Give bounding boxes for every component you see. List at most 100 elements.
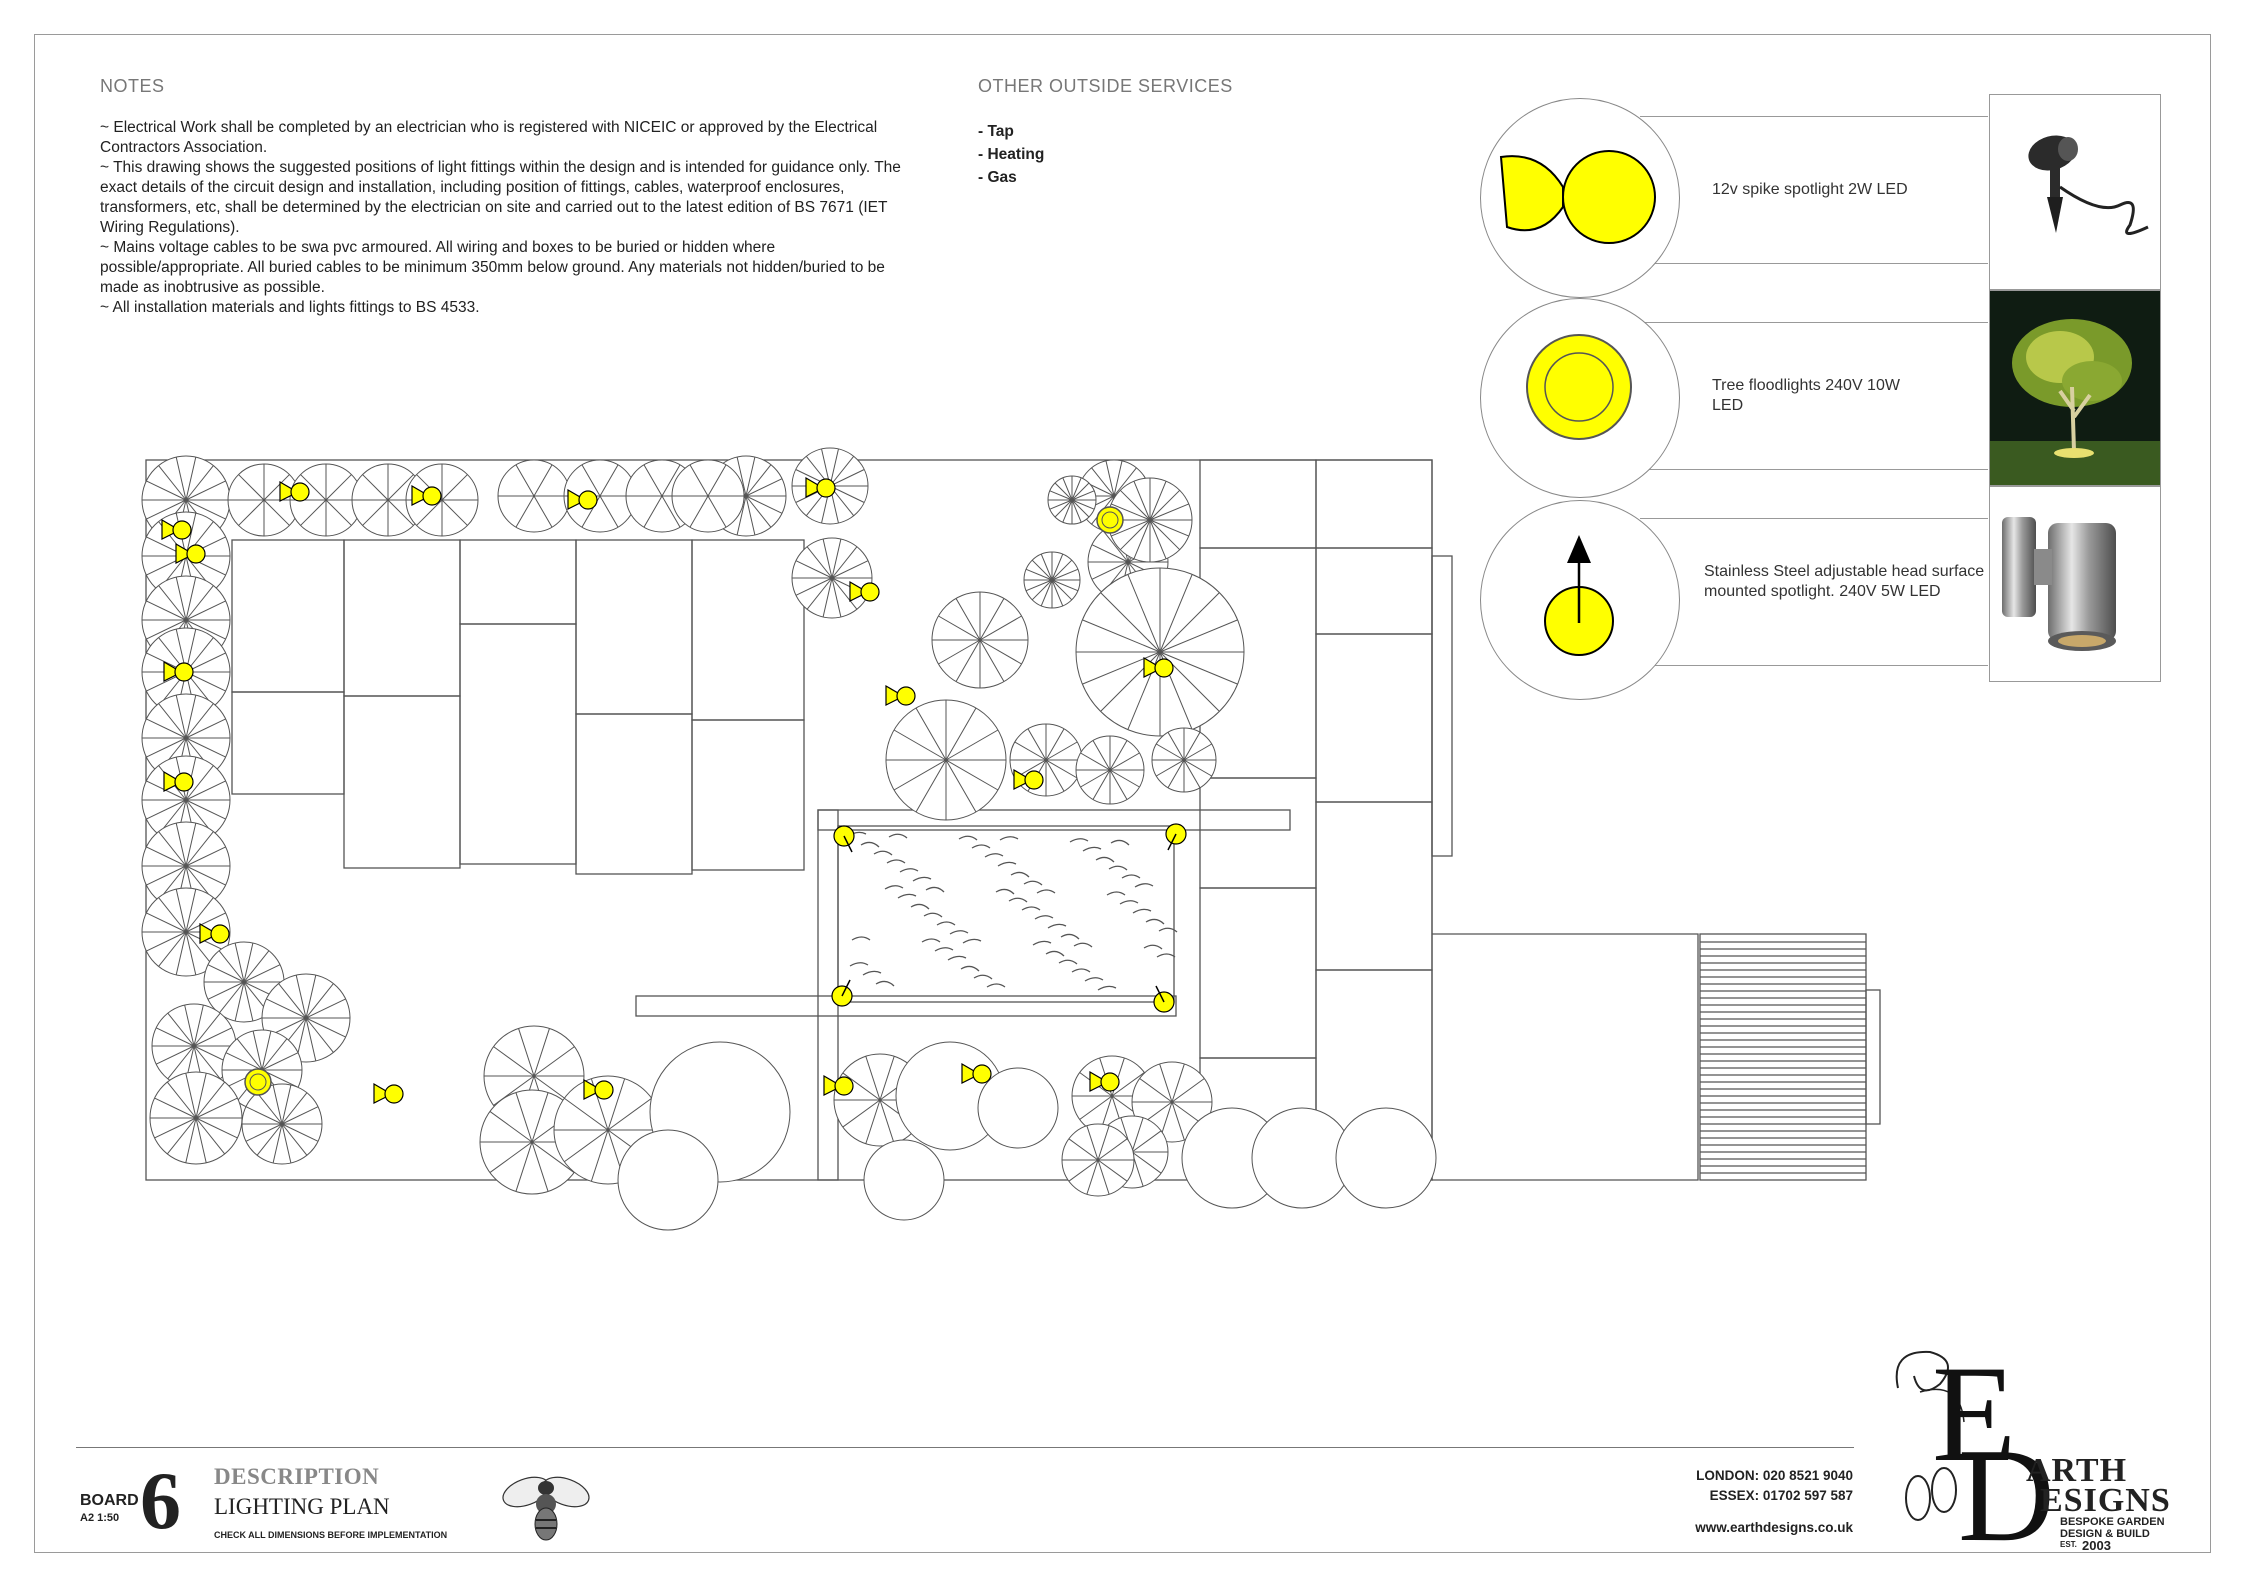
floodlight-ring <box>244 1068 272 1096</box>
plant-detail <box>745 495 756 536</box>
service-item: - Tap <box>978 123 1014 140</box>
contact-london: LONDON: 020 8521 9040 <box>1696 1468 1853 1483</box>
plant-detail <box>945 707 977 761</box>
contact-website[interactable]: www.earthdesigns.co.uk <box>1695 1520 1853 1535</box>
plant-symbol <box>1335 1107 1437 1209</box>
feature-texture <box>949 930 969 935</box>
plant-detail <box>175 694 187 739</box>
spike-spotlight-symbol <box>1089 1070 1120 1092</box>
plant-detail <box>175 456 187 501</box>
surface-spotlight-symbol <box>831 979 853 1007</box>
plant-detail <box>531 1141 549 1192</box>
plant-detail <box>1131 1151 1162 1174</box>
surface-spotlight-icon <box>1544 535 1614 656</box>
spike-spotlight-symbol <box>163 660 194 682</box>
plant-detail <box>1102 530 1129 563</box>
plant-detail <box>185 1117 197 1163</box>
plant-detail <box>1071 499 1095 510</box>
plant-detail <box>1068 1159 1099 1182</box>
plant-detail <box>831 577 858 610</box>
plant-detail <box>661 464 681 497</box>
plant-detail <box>1025 568 1053 581</box>
plant-detail <box>590 1129 609 1182</box>
plant-detail <box>842 1072 881 1101</box>
plant-detail <box>945 729 999 761</box>
feature-texture <box>875 980 895 987</box>
paving-slab <box>691 539 805 721</box>
plant-detail <box>261 1030 272 1071</box>
plant-detail <box>261 1038 288 1071</box>
plant-detail <box>146 799 187 820</box>
plan-structure <box>145 459 1881 1181</box>
plant-detail <box>1068 1138 1099 1161</box>
plant-detail <box>207 981 245 1000</box>
plant-detail <box>243 942 254 983</box>
plant-detail <box>643 495 663 528</box>
plant-detail <box>185 465 214 501</box>
feature-texture <box>962 938 982 944</box>
plant-detail <box>1149 519 1189 537</box>
spike-spotlight-symbol <box>279 480 310 502</box>
feature-texture <box>934 947 954 952</box>
plant-detail <box>158 831 187 867</box>
plant-detail <box>955 598 981 641</box>
plant-detail <box>272 1084 283 1125</box>
plant-detail <box>185 499 226 520</box>
feature-texture <box>1084 977 1104 982</box>
plant-detail <box>185 1073 197 1119</box>
plant-detail <box>689 495 709 528</box>
plant-detail <box>1040 553 1053 581</box>
plant-detail <box>1071 477 1082 501</box>
plant-detail <box>185 585 214 621</box>
spotlight-body <box>210 924 230 944</box>
plant-detail <box>806 577 833 610</box>
feature-texture <box>936 921 956 926</box>
plant-detail <box>195 1073 207 1119</box>
plant-detail <box>146 718 187 739</box>
plant-detail <box>1051 559 1073 581</box>
plant-detail <box>185 780 226 801</box>
plant-detail <box>1045 759 1065 792</box>
spike-spotlight-symbol <box>805 476 836 498</box>
floodlight-ring <box>1096 506 1124 534</box>
plant-detail <box>1086 1159 1099 1195</box>
board-scale: A2 1:50 <box>80 1512 120 1524</box>
spike-spotlight-photo <box>1989 94 2161 290</box>
services-heading: OTHER OUTSIDE SERVICES <box>978 76 1233 96</box>
feature-texture <box>1158 927 1178 933</box>
feature-texture <box>984 853 1004 858</box>
plant-detail <box>1051 579 1079 592</box>
plant-detail <box>1119 489 1151 521</box>
plant-detail <box>1113 467 1137 497</box>
plant-detail <box>263 499 290 526</box>
plant-detail <box>489 1111 533 1143</box>
plant-detail <box>661 495 681 528</box>
plant-detail <box>195 1117 226 1155</box>
legend-row-spike <box>1640 116 1988 264</box>
plant-detail <box>1111 1072 1145 1097</box>
legend-label-spike: 12v spike spotlight 2W LED <box>1712 181 1908 198</box>
plant-detail <box>893 729 947 761</box>
feature-texture <box>971 844 991 849</box>
company-logo: E D ARTH ESIGNS BESPOKE GARDEN DESIGN & … <box>1880 1340 2180 1553</box>
plant-detail <box>1097 1159 1110 1195</box>
plant-detail <box>185 799 226 820</box>
plant-detail <box>533 1046 575 1077</box>
plant-detail <box>441 499 468 526</box>
surface-spotlight-arrow <box>1167 833 1177 851</box>
plant-detail <box>736 456 747 497</box>
surface-spotlight-arrow <box>1155 985 1165 1003</box>
spotlight-body <box>290 482 310 502</box>
plant-detail <box>515 1141 533 1192</box>
plant-detail <box>185 456 197 501</box>
plant-detail <box>185 576 197 621</box>
feature-texture <box>884 885 904 890</box>
plant-detail <box>1171 1101 1185 1141</box>
plant-detail <box>1159 574 1193 653</box>
plant-detail <box>1139 1078 1173 1103</box>
feature-texture <box>849 962 869 967</box>
plant-detail <box>243 950 270 983</box>
paving-slab <box>343 539 461 697</box>
plant-detail <box>643 464 663 497</box>
plant-detail <box>1031 579 1053 601</box>
